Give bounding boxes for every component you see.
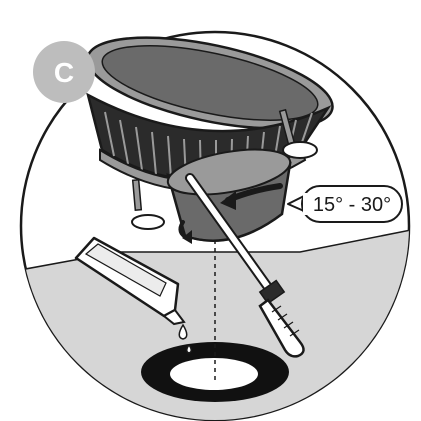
angle-label: 15° - 30°: [313, 194, 391, 216]
step-badge: C: [33, 41, 95, 103]
step-label: C: [54, 57, 74, 88]
